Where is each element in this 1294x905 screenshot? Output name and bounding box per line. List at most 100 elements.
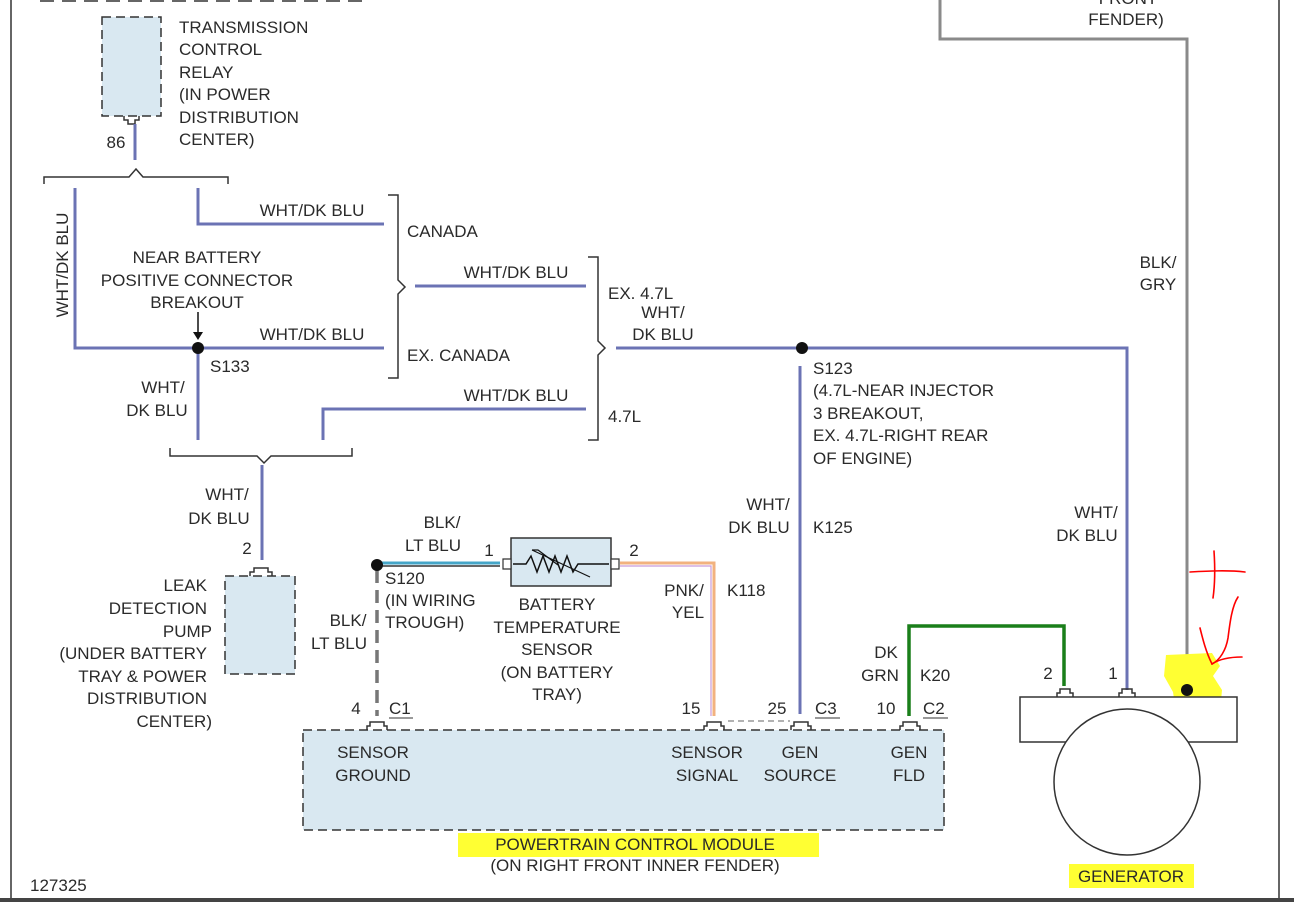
relay-label-4: (IN POWER <box>179 85 271 104</box>
near-battery-label-3: BREAKOUT <box>150 293 244 312</box>
s123-label-1: S123 <box>813 359 853 378</box>
relay-label-2: CONTROL <box>179 40 262 59</box>
ex-47l-wire-label: WHT/DK BLU <box>464 263 569 282</box>
s133-label: S133 <box>210 357 250 376</box>
relay-label-3: RELAY <box>179 63 234 82</box>
s123-label-3: 3 BREAKOUT, <box>813 404 924 423</box>
pcm-gen-source-1: GEN <box>782 743 819 762</box>
splice-s133 <box>192 342 204 354</box>
pcm-pin-shells <box>366 721 921 730</box>
near-battery-label-2: POSITIVE CONNECTOR <box>101 271 293 290</box>
blk-gry-label-2: GRY <box>1140 275 1177 294</box>
k20-wire-label-2: GRN <box>861 666 899 685</box>
fender-top-label-2: FENDER) <box>1088 10 1164 29</box>
gen-wire-label-2: DK BLU <box>1056 526 1117 545</box>
canada-brace <box>388 194 407 379</box>
pcm-conn-c3: C3 <box>815 699 837 718</box>
leak-pump-pin: 2 <box>242 539 251 558</box>
gen-wire-label-1: WHT/ <box>1074 503 1118 522</box>
k118-wire-label-2: YEL <box>672 603 704 622</box>
relay-brace <box>43 167 229 184</box>
pcm-conn-c1: C1 <box>389 699 411 718</box>
lower-left-brace <box>169 448 353 465</box>
leak-pump-label-1: LEAK <box>164 576 208 595</box>
s133-down-wire-label-2: DK BLU <box>126 401 187 420</box>
leak-pump-wire-label-1: WHT/ <box>205 485 249 504</box>
k125-wire-label-2: DK BLU <box>728 518 789 537</box>
k118-label: K118 <box>727 581 765 600</box>
k20-label: K20 <box>920 666 950 685</box>
option-47l: 4.7L <box>608 407 641 426</box>
option-ex-canada: EX. CANADA <box>407 346 511 365</box>
blk-gry-label-1: BLK/ <box>1140 253 1177 272</box>
wire-wht-dk-blu-mid <box>321 284 1129 690</box>
k125-wire-label-1: WHT/ <box>746 495 790 514</box>
figure-id: 127325 <box>30 876 87 895</box>
pcm-pin-10: 10 <box>877 699 896 718</box>
leak-pump-wire-label-2: DK BLU <box>188 509 249 528</box>
k20-wire-label-1: DK <box>874 643 898 662</box>
splice-s120 <box>371 559 383 571</box>
pcm-sensor-ground-2: GROUND <box>335 766 411 785</box>
leak-pump-label-2: DETECTION <box>109 599 207 618</box>
s123-in-wire-label-1: WHT/ <box>641 303 685 322</box>
s123-label-5: OF ENGINE) <box>813 449 912 468</box>
engine-brace <box>588 256 607 441</box>
pcm-sensor-signal-2: SIGNAL <box>676 766 738 785</box>
sensor-pin-2: 2 <box>629 541 638 560</box>
s120-top-wire-label-1: BLK/ <box>424 513 461 532</box>
powertrain-control-module <box>302 720 945 831</box>
sensor-label-5: TRAY) <box>532 685 582 704</box>
battery-temperature-sensor <box>502 537 620 587</box>
splice-s123 <box>796 342 808 354</box>
generator-battery-terminal <box>1181 684 1193 696</box>
pcm-gen-fld-2: FLD <box>893 766 925 785</box>
s120-left-wire-label-1: BLK/ <box>330 611 367 630</box>
k125-label: K125 <box>813 518 853 537</box>
relay-pin-86: 86 <box>107 133 126 152</box>
k118-wire-label-1: PNK/ <box>664 581 704 600</box>
sensor-label-1: BATTERY <box>519 595 596 614</box>
leak-pump-label-6: DISTRIBUTION <box>87 689 207 708</box>
47l-wire-label: WHT/DK BLU <box>464 386 569 405</box>
ex-canada-wire-label: WHT/DK BLU <box>260 325 365 344</box>
sensor-label-4: (ON BATTERY <box>501 663 614 682</box>
generator-label: GENERATOR <box>1078 867 1184 886</box>
pcm-title-highlight <box>458 833 819 857</box>
s120-label-2: (IN WIRING <box>385 591 476 610</box>
wire-blk-gry <box>938 0 1189 690</box>
s123-in-wire-label-2: DK BLU <box>632 325 693 344</box>
s120-label-1: S120 <box>385 569 425 588</box>
wire-k20 <box>907 624 1066 716</box>
relay-label-1: TRANSMISSION <box>179 18 308 37</box>
option-ex-47l: EX. 4.7L <box>608 284 673 303</box>
pcm-pin-25: 25 <box>768 699 787 718</box>
generator-pin-1: 1 <box>1108 664 1117 683</box>
generator-label-highlight <box>1069 864 1194 888</box>
red-arrow-annotation <box>1199 596 1243 665</box>
pcm-pin-15: 15 <box>682 699 701 718</box>
sensor-label-2: TEMPERATURE <box>493 618 620 637</box>
s133-down-wire-label-1: WHT/ <box>141 378 185 397</box>
pcm-gen-fld-1: GEN <box>891 743 928 762</box>
pcm-sensor-ground-1: SENSOR <box>337 743 409 762</box>
s120-label-3: TROUGH) <box>385 613 464 632</box>
pcm-pin-4: 4 <box>351 699 360 718</box>
pcm-sensor-signal-1: SENSOR <box>671 743 743 762</box>
leak-pump-label-4: (UNDER BATTERY <box>59 644 207 663</box>
leak-detection-pump <box>224 567 296 675</box>
s120-left-wire-label-2: LT BLU <box>311 634 367 653</box>
transmission-control-relay <box>101 16 162 125</box>
wire-wht-dk-blu-left <box>73 188 384 440</box>
red-plus-annotation <box>1189 550 1246 599</box>
generator-pin-2: 2 <box>1043 664 1052 683</box>
relay-label-5: DISTRIBUTION <box>179 108 299 127</box>
pcm-title: POWERTRAIN CONTROL MODULE <box>495 835 775 854</box>
pcm-gen-source-2: SOURCE <box>764 766 837 785</box>
s123-label-4: EX. 4.7L-RIGHT REAR <box>813 426 988 445</box>
wire-k118 <box>620 561 716 716</box>
sensor-label-3: SENSOR <box>521 640 593 659</box>
relay-label-6: CENTER) <box>179 130 255 149</box>
